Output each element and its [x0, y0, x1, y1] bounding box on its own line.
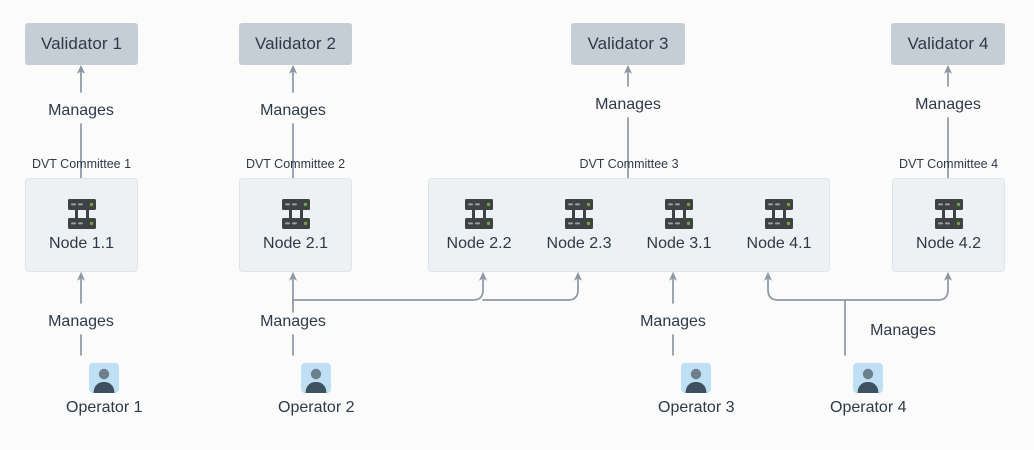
edge-label-manages-operator-3: Manages: [640, 313, 706, 330]
operator-label: Operator 4: [830, 399, 907, 416]
committee-title: DVT Committee 3: [579, 157, 679, 171]
committee-box[interactable]: Node 2.1: [239, 178, 352, 272]
node-label: Node 2.1: [263, 235, 328, 252]
edge-label-manages-validator-1: Manages: [48, 102, 114, 119]
committee-title: DVT Committee 1: [31, 157, 132, 171]
server-rack-icon: [929, 197, 969, 231]
operator-3[interactable]: Operator 3: [658, 363, 734, 417]
edge-label-manages-validator-3: Manages: [595, 96, 661, 113]
node-label: Node 3.1: [646, 235, 712, 252]
node-4-1[interactable]: Node 4.1: [732, 197, 827, 253]
node-4-2[interactable]: Node 4.2: [901, 197, 996, 253]
server-rack-icon: [759, 197, 799, 231]
operator-label: Operator 1: [66, 399, 143, 416]
edge-label-manages-operator-2: Manages: [260, 313, 326, 330]
person-avatar-icon: [681, 363, 712, 393]
server-rack-icon: [276, 197, 316, 231]
edge-label-manages-validator-4: Manages: [915, 96, 981, 113]
operator-4[interactable]: Operator 4: [830, 363, 906, 417]
edge-label-manages-operator-1: Manages: [48, 313, 114, 330]
person-avatar-icon: [301, 363, 332, 393]
node-1-1[interactable]: Node 1.1: [34, 197, 129, 253]
node-2-3[interactable]: Node 2.3: [532, 197, 627, 253]
validator-box-3[interactable]: Validator 3: [571, 23, 685, 65]
edge-label-manages-operator-4: Manages: [870, 322, 936, 339]
validator-label: Validator 2: [254, 34, 337, 53]
node-label: Node 2.3: [546, 235, 612, 252]
edge-operator4-node42: [844, 271, 953, 301]
edge-operator2-node23: [482, 271, 583, 301]
node-2-1[interactable]: Node 2.1: [248, 197, 343, 253]
edge-operator2-node22: [292, 271, 488, 301]
operator-1[interactable]: Operator 1: [66, 363, 142, 417]
edge-operator4-node41: [763, 271, 846, 301]
edge-label-manages-validator-2: Manages: [260, 102, 326, 119]
validator-label: Validator 4: [907, 34, 989, 53]
operator-label: Operator 3: [658, 399, 735, 416]
committee-group-1: DVT Committee 1: [25, 157, 138, 272]
node-label: Node 4.2: [916, 235, 981, 252]
node-label: Node 2.2: [446, 235, 512, 252]
node-label: Node 1.1: [49, 235, 114, 252]
committee-group-2: DVT Committee 2: [239, 157, 352, 272]
validator-box-2[interactable]: Validator 2: [239, 23, 352, 65]
committee-box[interactable]: Node 1.1: [25, 178, 138, 272]
validator-label: Validator 3: [587, 34, 669, 53]
server-rack-icon: [659, 197, 699, 231]
committee-title: DVT Committee 2: [245, 157, 346, 171]
committee-box[interactable]: Node 2.2: [428, 178, 830, 272]
committee-group-3: DVT Committee 3: [428, 157, 830, 272]
committee-group-4: DVT Committee 4: [892, 157, 1005, 272]
committee-title: DVT Committee 4: [898, 157, 999, 171]
node-2-2[interactable]: Node 2.2: [432, 197, 527, 253]
validator-label: Validator 1: [40, 34, 123, 53]
person-avatar-icon: [853, 363, 884, 393]
server-rack-icon: [559, 197, 599, 231]
server-rack-icon: [62, 197, 102, 231]
server-rack-icon: [459, 197, 499, 231]
node-3-1[interactable]: Node 3.1: [632, 197, 727, 253]
person-avatar-icon: [89, 363, 120, 393]
node-label: Node 4.1: [746, 235, 812, 252]
operator-2[interactable]: Operator 2: [278, 363, 354, 417]
validator-box-1[interactable]: Validator 1: [25, 23, 138, 65]
committee-box[interactable]: Node 4.2: [892, 178, 1005, 272]
validator-box-4[interactable]: Validator 4: [891, 23, 1005, 65]
operator-label: Operator 2: [278, 399, 355, 416]
